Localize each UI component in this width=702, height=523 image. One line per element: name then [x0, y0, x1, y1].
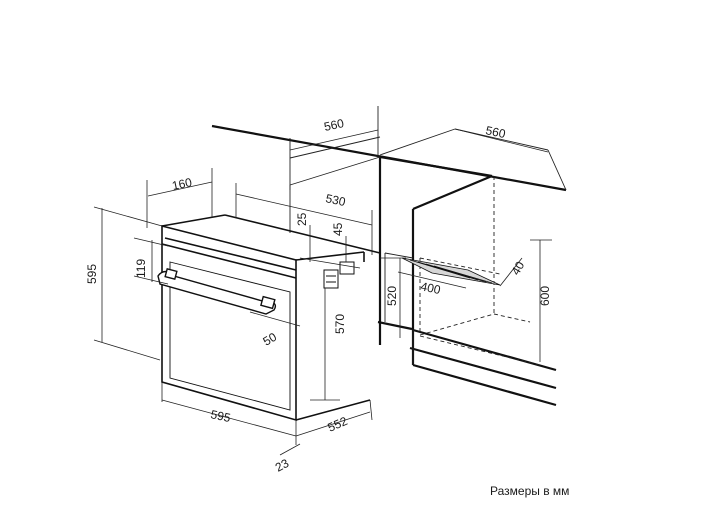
dim-cutout-width: 400 — [419, 279, 442, 297]
dim-panel-height-top: 25 — [295, 212, 309, 226]
dimension-labels: 560 560 530 160 25 45 595 119 400 40 520… — [85, 116, 552, 475]
dim-cabinet-top-depth: 560 — [484, 123, 507, 141]
dim-overall-width: 595 — [209, 407, 232, 425]
dim-niche-height: 520 — [385, 286, 399, 306]
dim-panel-height: 119 — [134, 259, 148, 278]
dim-body-depth: 552 — [326, 414, 350, 435]
worktop-lines — [211, 124, 567, 407]
dim-handle-offset: 160 — [171, 175, 194, 193]
dim-overall-height: 595 — [85, 264, 99, 284]
vent-slot — [323, 261, 355, 289]
vent-cutout — [401, 257, 501, 286]
dim-niche-depth: 530 — [324, 191, 347, 209]
dim-body-height: 570 — [333, 314, 347, 334]
oven-handle — [157, 267, 276, 315]
dim-niche-top-depth: 560 — [323, 116, 346, 134]
dim-vent-offset: 45 — [331, 222, 345, 236]
dim-cabinet-height: 600 — [538, 286, 552, 306]
dim-cutout-depth: 40 — [508, 259, 527, 278]
cabinet-hidden-lines — [419, 176, 541, 366]
dim-front-thickness: 23 — [273, 456, 292, 475]
dimension-lines — [93, 128, 552, 456]
units-caption: Размеры в мм — [490, 484, 570, 498]
dim-handle-depth: 50 — [261, 330, 280, 349]
